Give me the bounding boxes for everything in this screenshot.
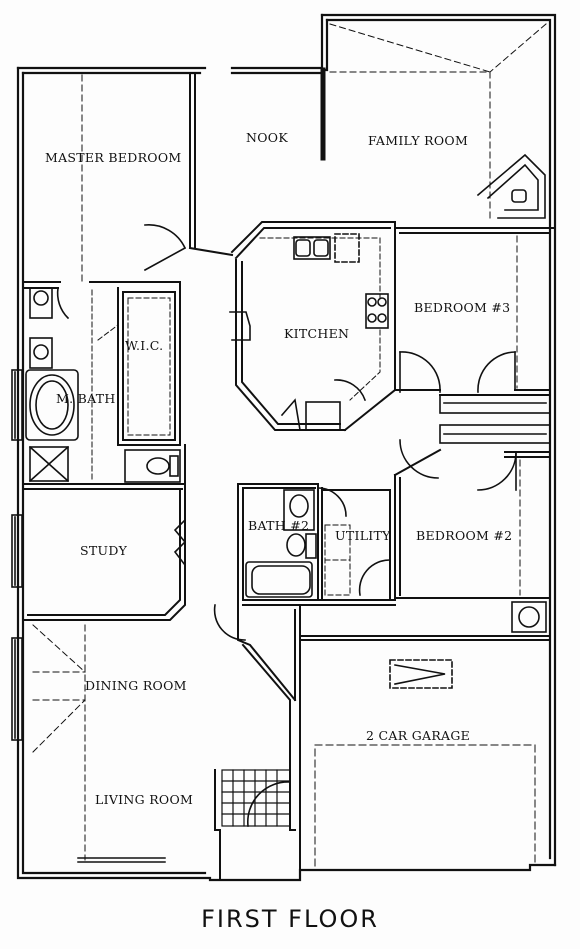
floor-title: FIRST FLOOR [201,905,379,933]
study-doors [173,518,187,567]
label-dining-room: DINING ROOM [85,678,187,693]
interior-walls [22,72,556,881]
label-family-room: FAMILY ROOM [368,133,468,148]
bedroom-closets [516,235,521,596]
label-bath-2: BATH #2 [248,518,309,533]
label-garage: 2 CAR GARAGE [366,728,470,743]
dining-ceiling [32,624,86,861]
garage-door [314,744,536,867]
kitchen-dashed [259,237,381,401]
foyer-tile [221,769,291,827]
hall-doors [399,351,551,491]
label-study: STUDY [80,543,128,558]
label-master-bath: M. BATH [56,391,116,406]
windows-left [11,369,23,741]
window-bottom [77,857,166,863]
label-bedroom-3: BEDROOM #3 [414,300,510,315]
kitchen-fixtures [229,233,389,431]
label-bedroom-2: BEDROOM #2 [416,528,512,543]
family-room-ceiling [329,23,547,223]
garage-items [389,601,547,689]
label-utility: UTILITY [335,528,391,543]
label-nook: NOOK [246,130,288,145]
label-kitchen: KITCHEN [284,326,349,341]
garage-door-swing [213,604,246,641]
label-wic: W.I.C. [125,338,163,353]
bath2-fixtures [245,487,391,598]
label-master-bedroom: MASTER BEDROOM [45,150,181,165]
master-bath-fixtures [25,287,181,483]
master-door [56,224,187,320]
fireplace [476,153,546,219]
utility-dashed [324,524,351,596]
label-living-room: LIVING ROOM [95,792,193,807]
wic-shelves [91,289,171,481]
